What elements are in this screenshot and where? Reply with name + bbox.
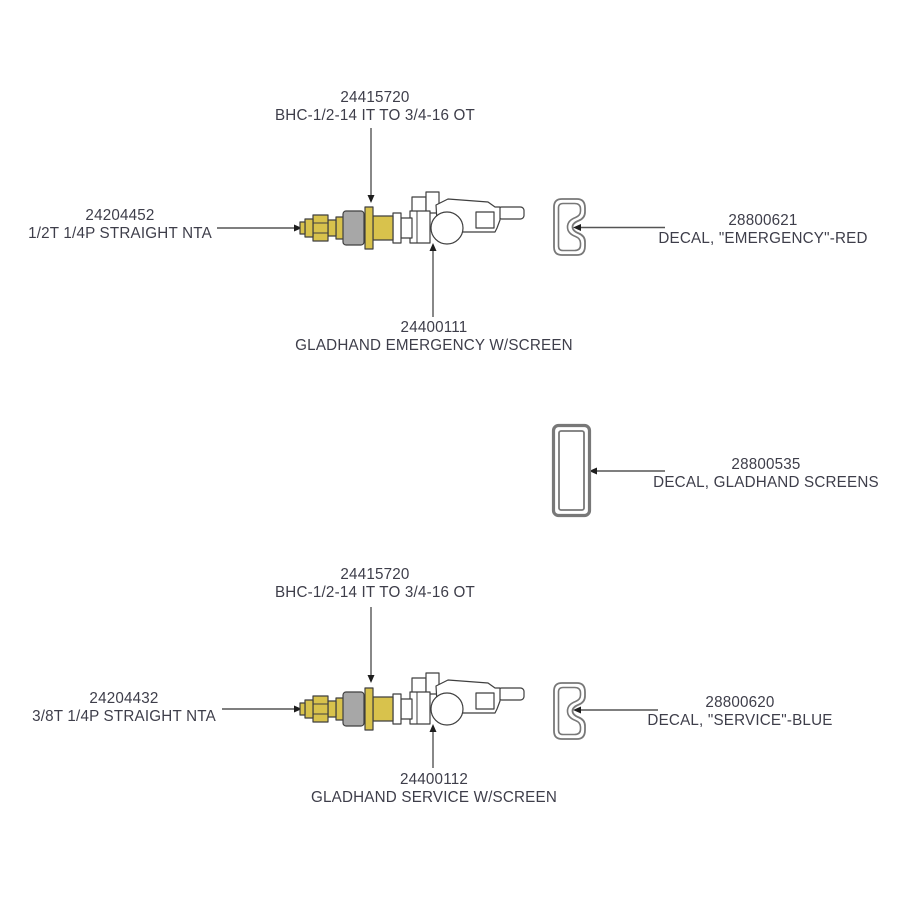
screens-decal-drawing (551, 423, 592, 518)
callout-bottom-adapter: 24415720 BHC-1/2-14 IT TO 3/4-16 OT (275, 566, 475, 602)
bottom-assembly-leaders (222, 607, 658, 768)
part-description: DECAL, "SERVICE"-BLUE (647, 712, 833, 729)
arrowhead-right-icon (294, 224, 302, 232)
part-number: 24400112 (399, 771, 469, 788)
callout-mid-decal: 28800535 DECAL, GLADHAND SCREENS (653, 456, 879, 492)
part-number: 28800620 (705, 694, 775, 711)
part-description: GLADHAND EMERGENCY W/SCREEN (295, 337, 573, 354)
arrowhead-down-icon (367, 675, 375, 683)
callout-top-fitting: 24204452 1/2T 1/4P STRAIGHT NTA (28, 207, 212, 243)
callout-top-gladhand: 24400111 GLADHAND EMERGENCY W/SCREEN (295, 319, 573, 355)
part-number: 24415720 (340, 89, 410, 106)
part-number: 24400111 (400, 319, 468, 336)
arrowhead-up-icon (429, 724, 437, 732)
arrowhead-right-icon (294, 705, 302, 713)
callout-bottom-gladhand: 24400112 GLADHAND SERVICE W/SCREEN (311, 771, 557, 807)
callout-bottom-decal: 28800620 DECAL, "SERVICE"-BLUE (647, 694, 832, 730)
callout-top-decal: 28800621 DECAL, "EMERGENCY"-RED (658, 212, 867, 248)
top-assembly-leaders (217, 128, 665, 317)
part-description: 1/2T 1/4P STRAIGHT NTA (28, 225, 212, 242)
part-description: BHC-1/2-14 IT TO 3/4-16 OT (274, 107, 476, 124)
mid-decal-leader (589, 467, 665, 475)
part-description: BHC-1/2-14 IT TO 3/4-16 OT (274, 584, 476, 601)
arrowhead-up-icon (429, 243, 437, 251)
part-number: 28800535 (731, 456, 801, 473)
part-description: DECAL, GLADHAND SCREENS (653, 474, 879, 491)
callout-top-adapter: 24415720 BHC-1/2-14 IT TO 3/4-16 OT (275, 89, 475, 125)
part-description: 3/8T 1/4P STRAIGHT NTA (32, 708, 216, 725)
gladhand-service-drawing (299, 672, 525, 731)
arrowhead-left-icon (573, 706, 581, 714)
arrowhead-down-icon (367, 195, 375, 203)
part-number: 28800621 (728, 212, 798, 229)
part-description: GLADHAND SERVICE W/SCREEN (310, 789, 558, 806)
callout-bottom-fitting: 24204432 3/8T 1/4P STRAIGHT NTA (32, 690, 216, 726)
part-number: 24204432 (89, 690, 159, 707)
part-number: 24204452 (85, 207, 155, 224)
part-number: 24415720 (340, 566, 410, 583)
part-description: DECAL, "EMERGENCY"-RED (658, 230, 868, 247)
arrowhead-left-icon (573, 224, 581, 231)
gladhand-emergency-drawing (299, 191, 525, 250)
arrowhead-left-icon (589, 467, 597, 475)
